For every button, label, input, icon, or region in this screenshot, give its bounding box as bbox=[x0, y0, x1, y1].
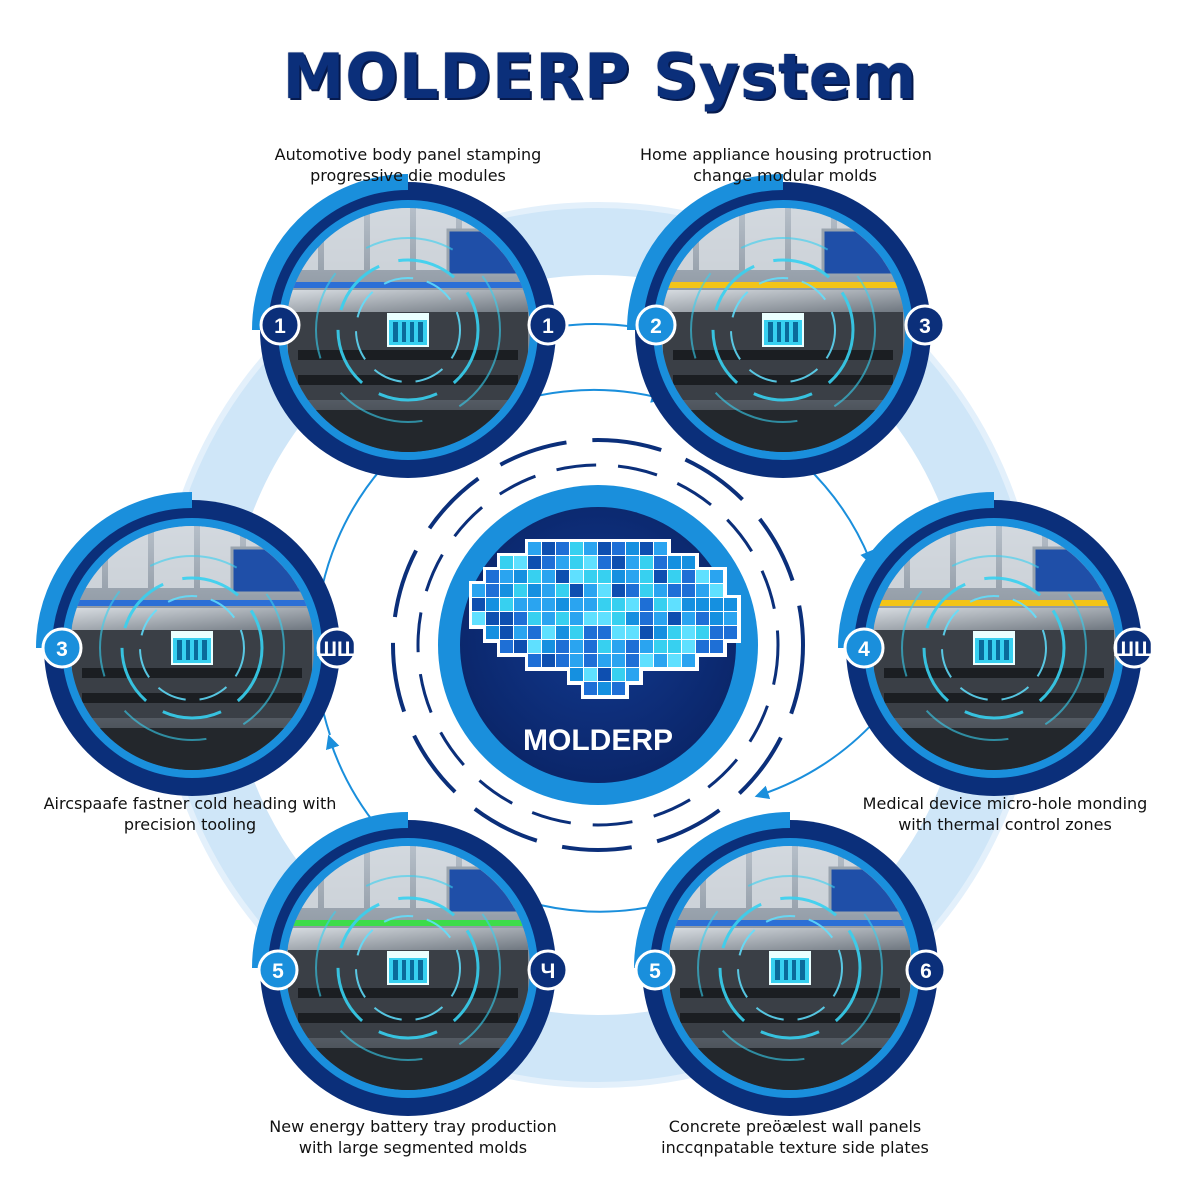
node-accent-arc bbox=[838, 492, 995, 649]
holographic-overlay bbox=[697, 875, 883, 1061]
flow-arc-right-top bbox=[804, 464, 874, 566]
node-accent-arc bbox=[252, 174, 409, 331]
flow-arc-right-bottom bbox=[754, 719, 877, 799]
mold-module-icon bbox=[171, 631, 213, 665]
caption-n6-line1: Aircspaafe fastner cold heading with bbox=[43, 794, 337, 813]
caption-n2-line1: Home appliance housing protruction bbox=[640, 145, 932, 164]
node-n3-badge-left: 4 bbox=[843, 627, 885, 669]
inner-dashed-ring-outer bbox=[391, 438, 805, 852]
hub-label: MOLDERP bbox=[523, 724, 673, 757]
node-n4-badge-left: 5 bbox=[634, 949, 676, 991]
process-node-n6: 3 ШШ bbox=[36, 492, 358, 796]
mold-module-icon bbox=[973, 631, 1015, 665]
hub: MOLDERP bbox=[438, 485, 758, 805]
caption-n3: Medical device micro-hole monding with t… bbox=[860, 793, 1150, 835]
badge-number: ШШ bbox=[1113, 638, 1155, 661]
badge-number: 3 bbox=[56, 638, 68, 661]
node-accent-arc bbox=[627, 174, 784, 331]
mold-module-icon bbox=[387, 313, 429, 347]
badge-number: 5 bbox=[649, 960, 661, 983]
holographic-overlay bbox=[99, 555, 285, 741]
node-n6-badge-right: ШШ bbox=[316, 627, 358, 669]
badge-number: 4 bbox=[858, 638, 870, 661]
caption-n3-line1: Medical device micro-hole monding bbox=[862, 794, 1148, 813]
node-n3-badge-right: ШШ bbox=[1113, 627, 1155, 669]
node-n5-badge-left: 5 bbox=[257, 949, 299, 991]
badge-number: 1 bbox=[274, 315, 286, 338]
node-n4-badge-right: 6 bbox=[905, 949, 947, 991]
node-n5-badge-right: Ч bbox=[527, 949, 569, 991]
factory-scene-image bbox=[661, 208, 905, 452]
badge-number: Ч bbox=[541, 960, 556, 983]
caption-n6: Aircspaafe fastner cold heading with pre… bbox=[40, 793, 340, 835]
node-n6-badge-left: 3 bbox=[41, 627, 83, 669]
flow-arc-bottom bbox=[539, 904, 661, 913]
holographic-overlay bbox=[315, 875, 501, 1061]
node-n2-badge-left: 2 bbox=[635, 304, 677, 346]
node-accent-arc bbox=[634, 812, 791, 969]
factory-scene-image bbox=[668, 846, 912, 1090]
holographic-overlay bbox=[690, 237, 876, 423]
holographic-overlay bbox=[901, 555, 1087, 741]
node-n1-badge-left: 1 bbox=[259, 304, 301, 346]
caption-n5: New energy battery tray production with … bbox=[268, 1116, 558, 1158]
holographic-overlay bbox=[315, 237, 501, 423]
caption-n1-line1: Automotive body panel stamping bbox=[274, 145, 542, 164]
badge-number: ШШ bbox=[316, 638, 358, 661]
badge-number: 6 bbox=[920, 960, 932, 983]
caption-n4: Concrete preöælest wall panels inccqnpat… bbox=[650, 1116, 940, 1158]
pixel-brain-icon bbox=[469, 539, 741, 699]
caption-n5-line1: New energy battery tray production bbox=[269, 1117, 557, 1136]
node-accent-arc bbox=[36, 492, 193, 649]
inner-dashed-ring-inner bbox=[416, 463, 780, 827]
badge-number: 1 bbox=[542, 315, 554, 338]
caption-n1: Automotive body panel stamping progressi… bbox=[270, 144, 546, 186]
mold-module-icon bbox=[762, 313, 804, 347]
node-accent-arc bbox=[252, 812, 409, 969]
mold-module-icon bbox=[387, 951, 429, 985]
process-node-n3: 4 ШШ bbox=[838, 492, 1155, 796]
caption-n1-line2: progressive die modules bbox=[310, 166, 506, 185]
caption-n3-line2: with thermal control zones bbox=[898, 815, 1112, 834]
mold-module-icon bbox=[769, 951, 811, 985]
node-n1-badge-right: 1 bbox=[527, 304, 569, 346]
caption-n2: Home appliance housing protruction chang… bbox=[640, 144, 932, 186]
caption-n4-line1: Concrete preöælest wall panels bbox=[668, 1117, 922, 1136]
caption-n6-line2: precision tooling bbox=[123, 815, 257, 834]
badge-number: 3 bbox=[919, 315, 931, 338]
badge-number: 2 bbox=[650, 315, 662, 338]
caption-n2-line2: change modular molds bbox=[693, 166, 877, 185]
caption-n4-line2: inccqnpatable texture side plates bbox=[661, 1138, 929, 1157]
badge-number: 5 bbox=[272, 960, 284, 983]
node-n2-badge-right: 3 bbox=[904, 304, 946, 346]
caption-n5-line2: with large segmented molds bbox=[298, 1138, 528, 1157]
page-title: MOLDERP System bbox=[282, 40, 918, 113]
